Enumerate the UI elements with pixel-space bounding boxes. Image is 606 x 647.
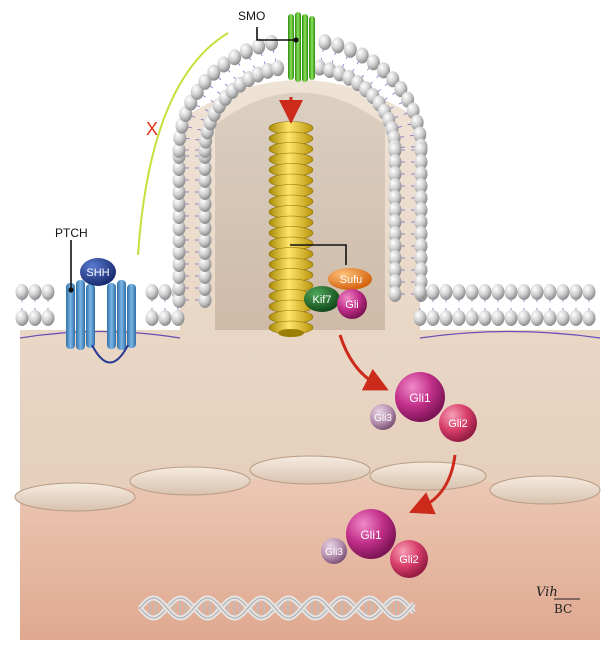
activation-arrow-cytoplasm <box>338 334 389 391</box>
ptch-leader-dot <box>68 287 74 293</box>
artist-signature: Vih BC <box>536 585 580 616</box>
shh-label: SHH <box>86 267 109 279</box>
inhibition-line <box>137 32 229 256</box>
smo-receptor <box>288 12 315 82</box>
gli3-nucleus-label: Gli3 <box>325 547 343 558</box>
ptch-label: PTCH <box>55 226 88 240</box>
gli2-cytoplasm-label: Gli2 <box>448 418 468 430</box>
nucleus <box>20 477 600 640</box>
activation-arrow-nucleus <box>408 454 457 515</box>
gli1-cytoplasm-label: Gli1 <box>409 391 431 405</box>
gli1-nucleus <box>346 509 396 559</box>
sufu-protein <box>328 268 372 290</box>
sufu-label: Sufu <box>340 274 363 286</box>
gli-label: Gli <box>345 299 358 311</box>
cilium-axoneme <box>268 121 314 337</box>
smo-leader-dot <box>293 37 299 43</box>
kif7-label: Kif7 <box>313 294 332 306</box>
gli1-nucleus-label: Gli1 <box>360 528 382 542</box>
gli2-nucleus <box>390 540 428 578</box>
signature-bottom: BC <box>554 602 572 616</box>
shh-ligand <box>80 258 116 286</box>
gli1-cytoplasm <box>395 372 445 422</box>
smo-label: SMO <box>238 9 265 23</box>
gli-protein <box>337 289 367 319</box>
gli3-cytoplasm <box>370 404 396 430</box>
blocked-mark: X <box>146 119 158 139</box>
gli3-nucleus <box>321 538 347 564</box>
complex-leader-line <box>290 244 347 265</box>
nuclear-envelope <box>14 455 601 512</box>
cell-membrane <box>15 34 601 339</box>
ptch-receptor <box>66 280 136 364</box>
smo-leader-line <box>256 27 296 41</box>
dna-helix <box>138 595 416 621</box>
kif7-protein <box>304 286 340 312</box>
gli2-cytoplasm <box>439 404 477 442</box>
signature-top: Vih <box>536 585 558 600</box>
gli3-cytoplasm-label: Gli3 <box>374 413 392 424</box>
gli2-nucleus-label: Gli2 <box>399 554 419 566</box>
